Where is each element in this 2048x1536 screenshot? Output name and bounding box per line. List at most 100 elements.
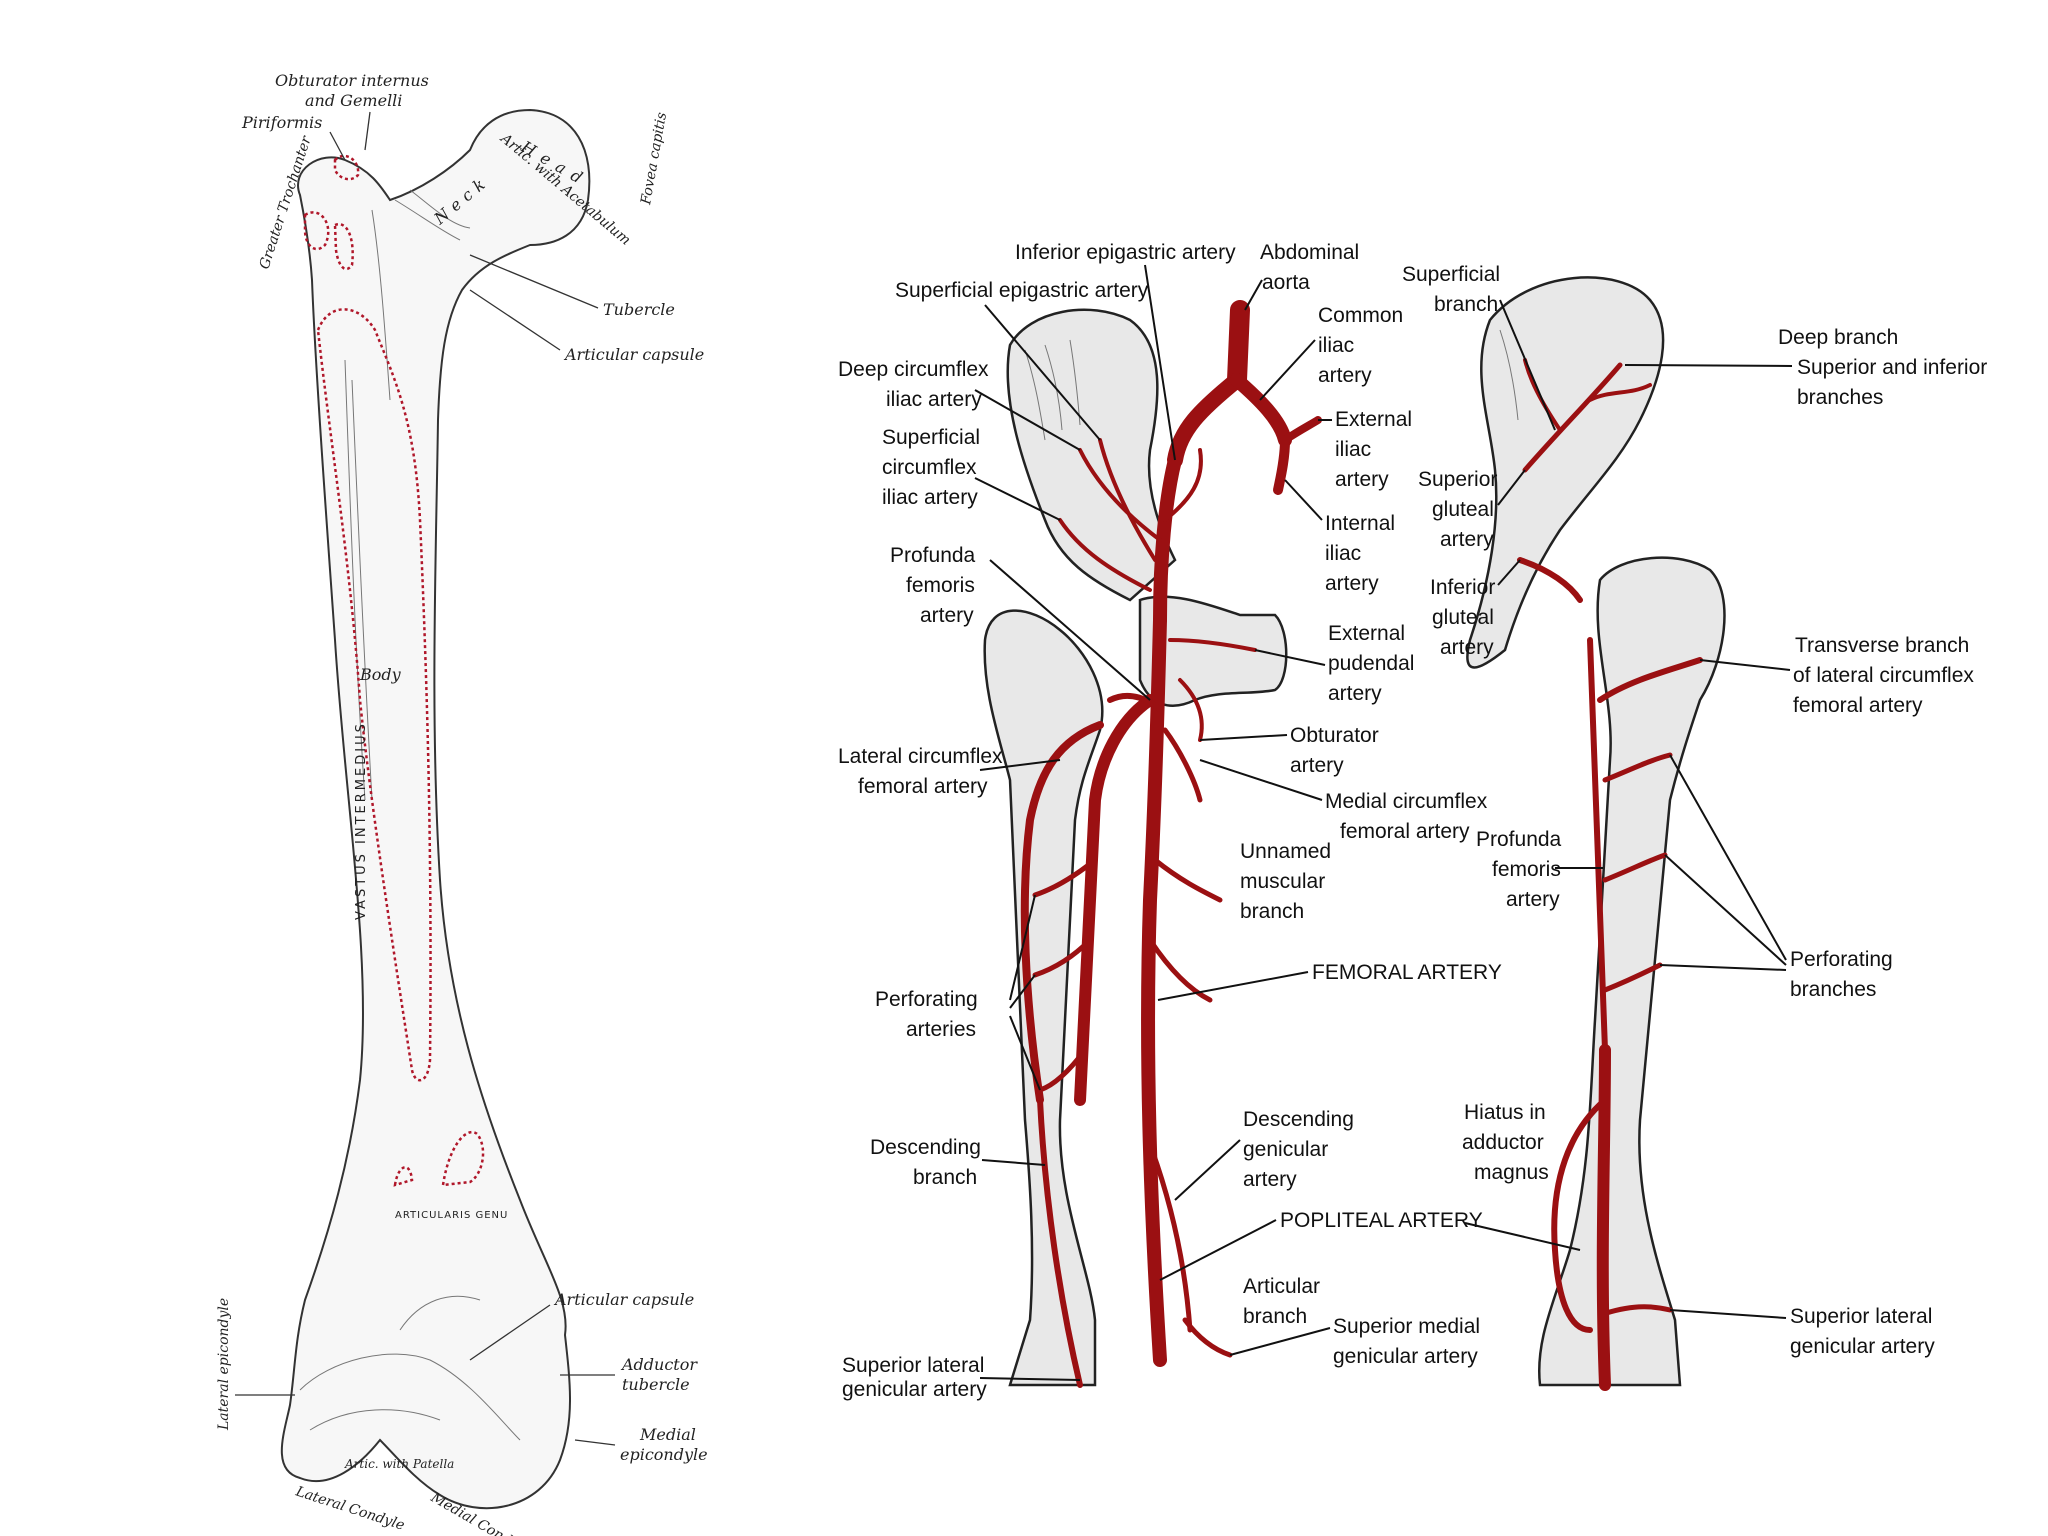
label-deep-branch: Deep branch [1778, 326, 1898, 349]
label-external-pudendal-1: External [1328, 622, 1405, 645]
posterior-popliteal-artery [1596, 1044, 1611, 1391]
posterior-superior-lateral-genicular [1597, 1304, 1673, 1318]
label-medial-epicondyle: epicondyle [620, 1445, 708, 1464]
external-pudendal-artery [1168, 638, 1257, 652]
label-posterior-profunda-3: artery [1506, 888, 1560, 911]
label-articular-branch-1: Articular [1243, 1275, 1320, 1298]
anterior-pubis [1138, 595, 1288, 707]
label-internal-iliac-2: iliac [1325, 542, 1361, 565]
descending-branch [1037, 1097, 1083, 1388]
posterior-arteries [1517, 358, 1703, 1391]
label-inferior-gluteal-3: artery [1440, 636, 1494, 659]
lateral-circumflex-femoral-artery [1020, 721, 1104, 1104]
label-profunda-3: artery [920, 604, 974, 627]
label-tubercle: Tubercle [603, 300, 675, 319]
articular-branch [1182, 1317, 1233, 1358]
label-abdominal-1: Abdominal [1260, 241, 1359, 264]
label-adductor-tubercle: tubercle [622, 1375, 690, 1394]
label-superior-gluteal-2: gluteal [1432, 498, 1494, 521]
label-deep-circumflex-1: Deep circumflex [838, 358, 989, 381]
label-descending-genicular-1: Descending [1243, 1108, 1354, 1131]
label-external-iliac-2: iliac [1335, 438, 1371, 461]
label-unnamed-2: muscular [1240, 870, 1325, 893]
label-sup-inf-branches-2: branches [1797, 386, 1883, 409]
label-deep-circumflex-2: iliac artery [886, 388, 982, 411]
label-internal-iliac-1: Internal [1325, 512, 1395, 535]
label-common-1: Common [1318, 304, 1403, 327]
label-articularis-genu: ARTICULARIS GENU [395, 1210, 508, 1221]
posterior-femur [1538, 556, 1726, 1387]
label-articular-capsule-bottom: Articular capsule [553, 1290, 694, 1309]
medial-circumflex-femoral-artery [1162, 727, 1203, 803]
transverse-branch-lateral-circumflex [1597, 657, 1703, 703]
artery-diagram: Inferior epigastric artery Abdominal aor… [745, 230, 2040, 1401]
label-artic-patella: Artic. with Patella [344, 1457, 454, 1471]
deep-circumflex-iliac-artery [1078, 448, 1162, 542]
femoral-artery [1141, 613, 1167, 1367]
label-superficial-branch-1: Superficial [1402, 263, 1500, 286]
label-obturator-internus: Obturator internus [275, 71, 429, 90]
label-superior-gluteal-3: artery [1440, 528, 1494, 551]
label-descending-genicular-3: artery [1243, 1168, 1297, 1191]
label-lateral-epicondyle: Lateral epicondyle [216, 1298, 232, 1431]
obturator-artery [1178, 678, 1204, 742]
label-superficial-epigastric: Superficial epigastric artery [895, 279, 1149, 302]
anterior-arteries [1020, 300, 1322, 1388]
label-inferior-gluteal-1: Inferior [1430, 576, 1495, 599]
label-gemelli: and Gemelli [305, 91, 402, 110]
internal-iliac-artery [1273, 435, 1290, 495]
label-vastus-intermedius: VASTUS INTERMEDIUS [354, 721, 369, 920]
label-femoral-artery: FEMORAL ARTERY [1312, 961, 1502, 984]
label-medial: Medial [639, 1425, 696, 1444]
label-adductor: Adductor [620, 1355, 698, 1374]
external-iliac-artery [1153, 453, 1182, 627]
label-aorta-2: aorta [1262, 271, 1310, 294]
articularis-genu-attachment [441, 1130, 485, 1187]
hiatus-adductor-magnus-vessel [1551, 1097, 1608, 1333]
vastus-intermedius-attachment [316, 308, 432, 1082]
label-perforating-2: arteries [906, 1018, 976, 1041]
label-transverse-branch-2: of lateral circumflex [1793, 664, 1974, 687]
perforating-branches [1602, 752, 1673, 783]
abdominal-aorta [1227, 300, 1250, 390]
label-superior-medial-1: Superior medial [1333, 1315, 1480, 1338]
label-perforating-1: Perforating [875, 988, 978, 1011]
label-external-iliac-3: artery [1335, 468, 1389, 491]
femur-illustration: Obturator internus and Gemelli Piriformi… [216, 71, 708, 1536]
label-piriformis: Piriformis [241, 113, 322, 132]
posterior-labels: Superficial branch Deep branch Superior … [1402, 263, 1987, 1358]
label-superficial-circumflex-1: Superficial [882, 426, 980, 449]
label-internal-iliac-3: artery [1325, 572, 1379, 595]
label-external-iliac-1: External [1335, 408, 1412, 431]
label-external-pudendal-2: pudendal [1328, 652, 1414, 675]
inferior-gluteal-artery [1517, 557, 1583, 603]
label-obturator-1: Obturator [1290, 724, 1379, 747]
profunda-femoris-artery [1074, 694, 1156, 1106]
label-descending-genicular-2: genicular [1243, 1138, 1328, 1161]
perforating-arteries [1032, 857, 1098, 898]
label-hiatus-2: adductor [1462, 1131, 1544, 1154]
label-lateral-circumflex-1: Lateral circumflex [838, 745, 1003, 768]
label-fovea-capitis: Fovea capitis [638, 111, 670, 207]
label-articular-branch-2: branch [1243, 1305, 1307, 1328]
label-superior-medial-2: genicular artery [1333, 1345, 1478, 1368]
label-inferior-epigastric: Inferior epigastric artery [1015, 241, 1236, 264]
label-posterior-superior-lateral-1: Superior lateral [1790, 1305, 1932, 1328]
label-lateral-circumflex-2: femoral artery [858, 775, 988, 798]
label-posterior-superior-lateral-2: genicular artery [1790, 1335, 1935, 1358]
label-superior-lateral-1: Superior lateral [842, 1354, 984, 1377]
piriformis-attachment [333, 154, 360, 181]
anterior-labels: Inferior epigastric artery Abdominal aor… [838, 241, 1502, 1401]
label-superficial-circumflex-3: iliac artery [882, 486, 978, 509]
label-popliteal-artery: POPLITEAL ARTERY [1280, 1209, 1483, 1232]
diagram-panel [745, 230, 2040, 1390]
label-articular-capsule-top: Articular capsule [563, 345, 704, 364]
label-transverse-branch-3: femoral artery [1793, 694, 1923, 717]
label-profunda-1: Profunda [890, 544, 976, 567]
label-inferior-gluteal-2: gluteal [1432, 606, 1494, 629]
label-perforating-branches-2: branches [1790, 978, 1876, 1001]
label-superior-lateral-2: genicular artery [842, 1378, 987, 1401]
unnamed-muscular-branch [1152, 857, 1223, 903]
label-unnamed-3: branch [1240, 900, 1304, 923]
superior-gluteal-superficial-branch [1522, 362, 1623, 473]
